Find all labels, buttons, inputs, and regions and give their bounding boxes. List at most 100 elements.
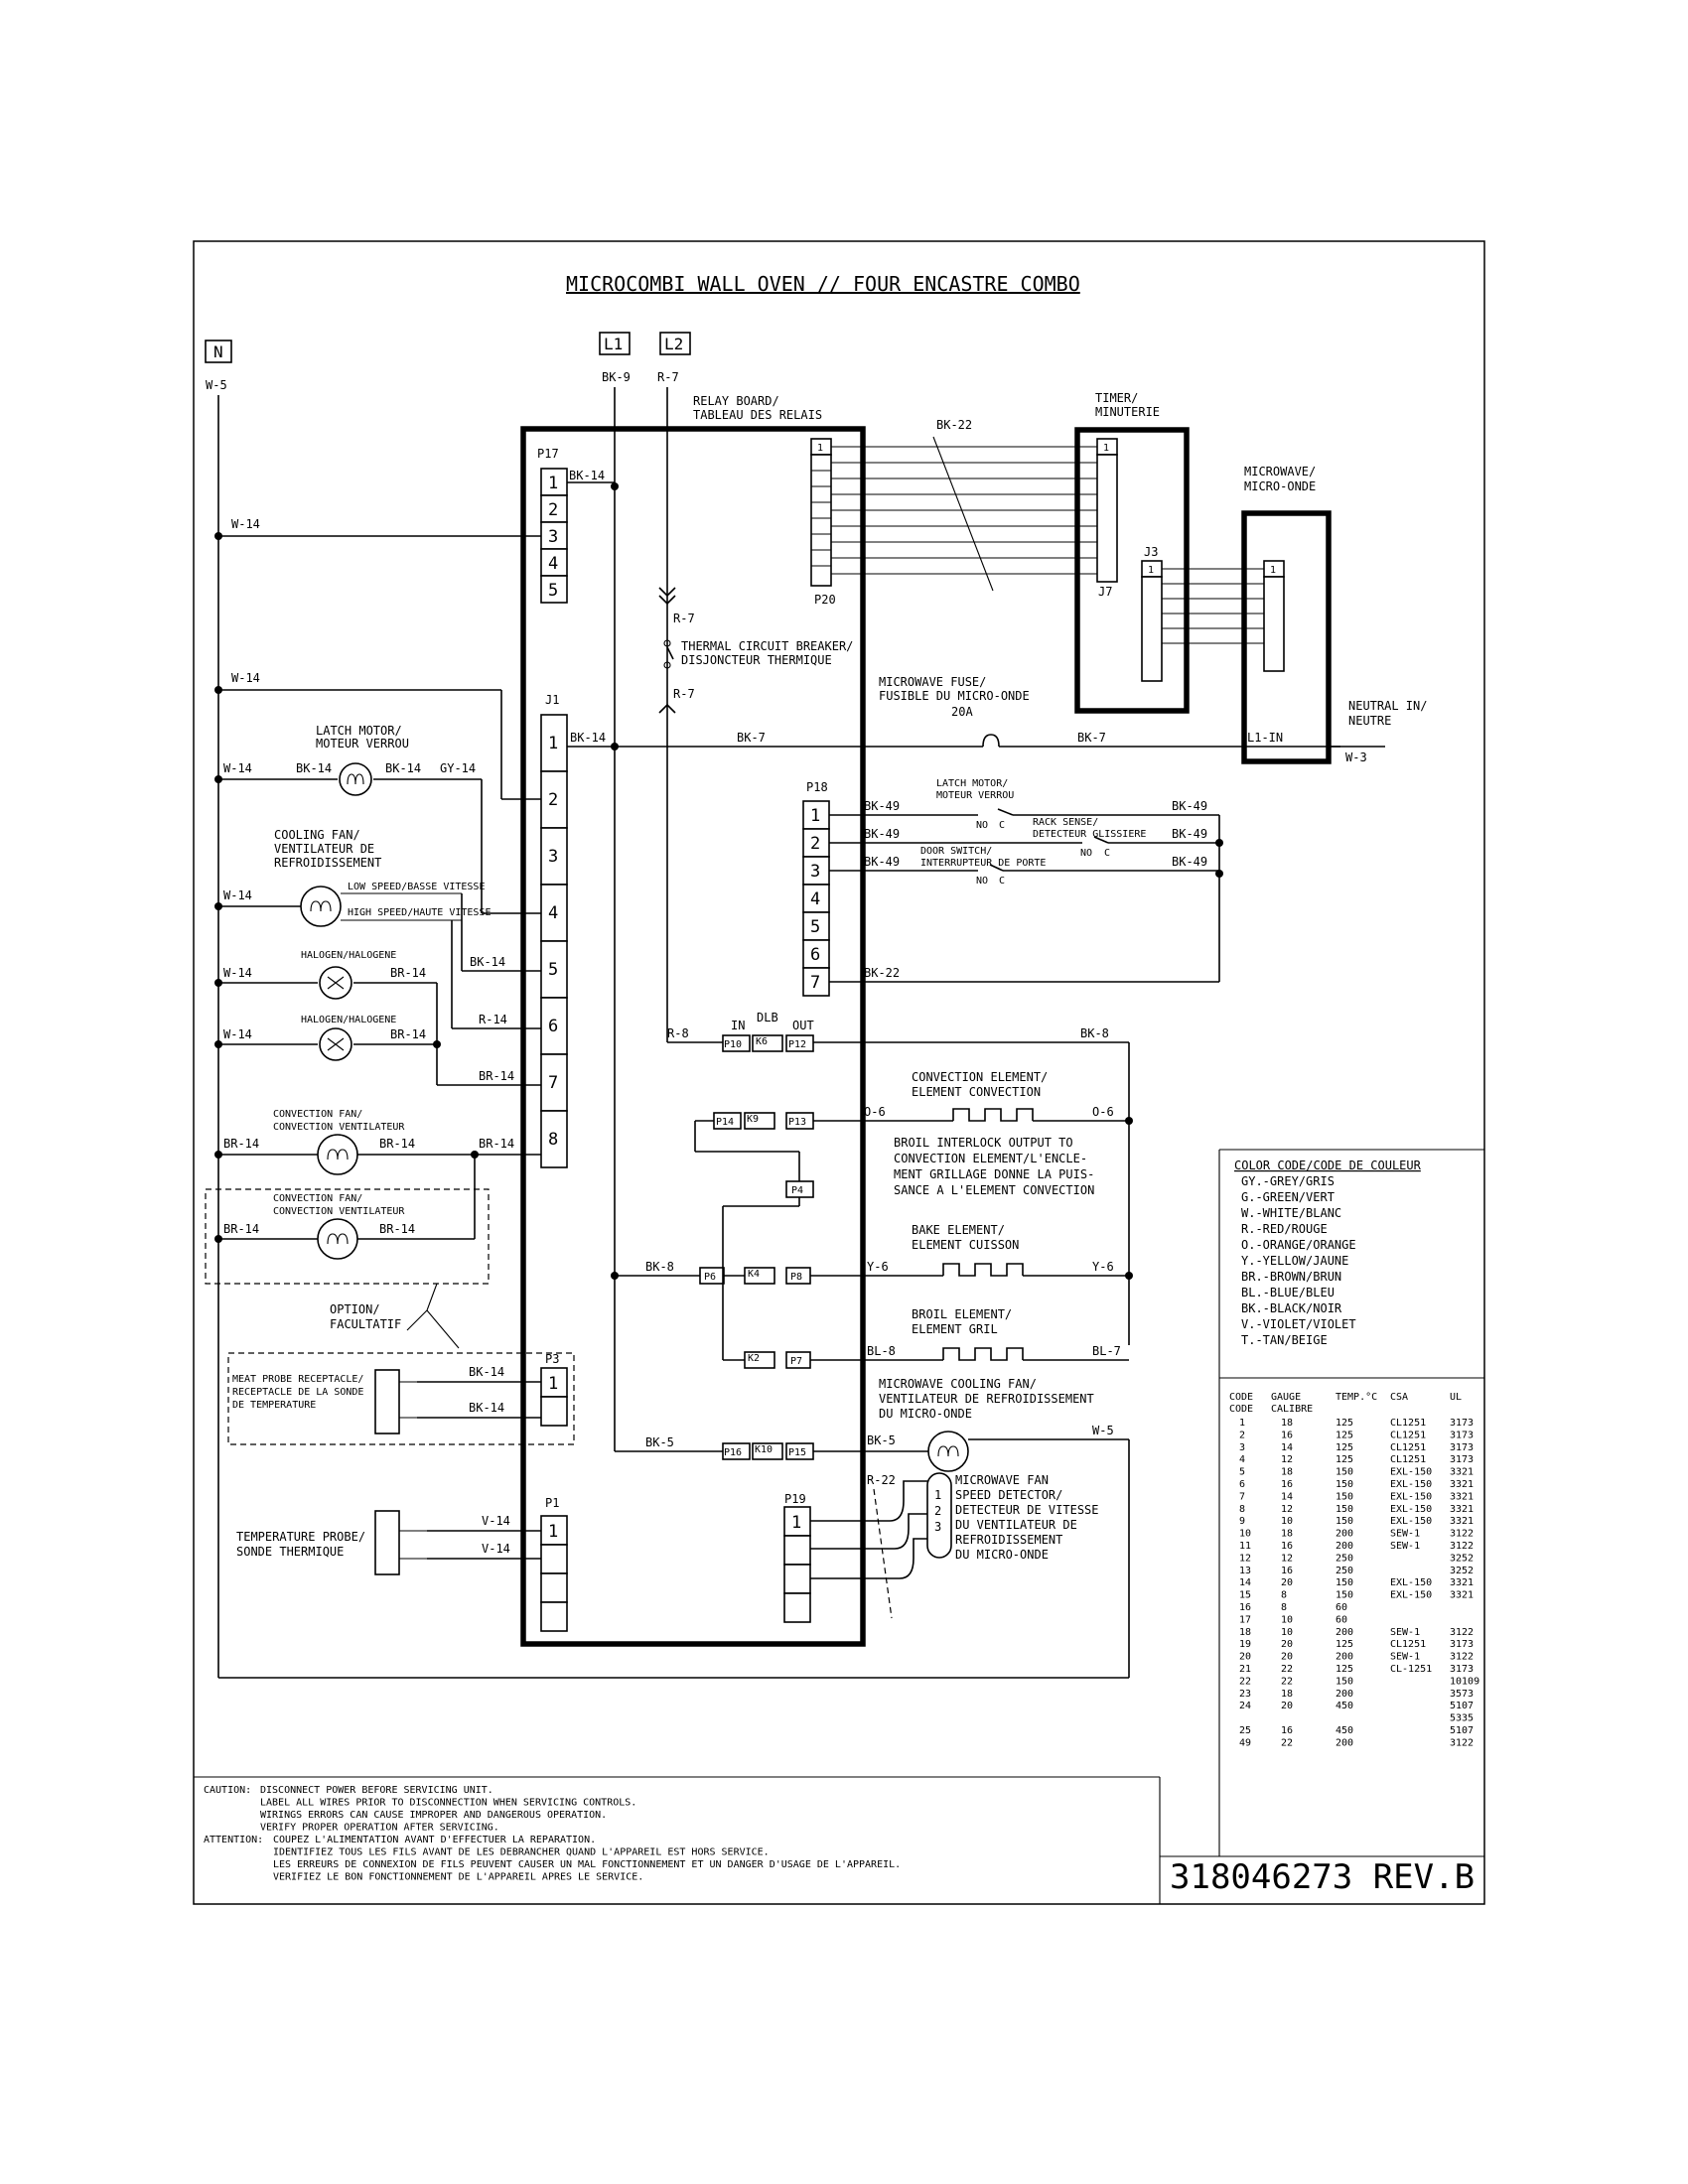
gauge-cell: 20 bbox=[1281, 1652, 1293, 1663]
svg-text:MICRO-ONDE: MICRO-ONDE bbox=[1244, 479, 1316, 493]
gauge-cell: 2 bbox=[1239, 1430, 1245, 1440]
caution-line: DISCONNECT POWER BEFORE SERVICING UNIT. bbox=[260, 1785, 493, 1796]
attention-label: ATTENTION: bbox=[204, 1835, 263, 1845]
gauge-cell: 18 bbox=[1281, 1467, 1293, 1478]
svg-text:R-7: R-7 bbox=[673, 612, 695, 625]
svg-text:4: 4 bbox=[810, 889, 820, 909]
svg-text:IN: IN bbox=[731, 1019, 745, 1032]
svg-text:R-22: R-22 bbox=[867, 1473, 896, 1487]
sheet-border bbox=[193, 240, 1485, 1905]
svg-text:CONVECTION ELEMENT/L'ENCLE-: CONVECTION ELEMENT/L'ENCLE- bbox=[894, 1152, 1087, 1165]
gauge-cell: 150 bbox=[1336, 1504, 1353, 1515]
gauge-cell: 7 bbox=[1239, 1491, 1245, 1502]
caution-line: WIRINGS ERRORS CAN CAUSE IMPROPER AND DA… bbox=[260, 1810, 607, 1821]
gauge-cell: 16 bbox=[1281, 1566, 1293, 1576]
svg-text:BR-14: BR-14 bbox=[390, 966, 426, 980]
svg-text:HALOGEN/HALOGENE: HALOGEN/HALOGENE bbox=[301, 950, 396, 961]
svg-text:K2: K2 bbox=[748, 1353, 760, 1364]
svg-text:SONDE THERMIQUE: SONDE THERMIQUE bbox=[236, 1545, 344, 1559]
connector-j3: 1 bbox=[1141, 560, 1163, 682]
color-code-entry: R.-RED/ROUGE bbox=[1241, 1222, 1328, 1236]
svg-text:DOOR SWITCH/: DOOR SWITCH/ bbox=[920, 846, 992, 857]
latch-motor bbox=[339, 762, 372, 796]
gauge-cell: 12 bbox=[1239, 1553, 1251, 1564]
attention-line: VERIFIEZ LE BON FONCTIONNEMENT DE L'APPA… bbox=[273, 1872, 643, 1883]
gauge-cell: SEW-1 bbox=[1390, 1541, 1420, 1552]
svg-text:C: C bbox=[999, 876, 1005, 887]
svg-text:7: 7 bbox=[548, 1073, 558, 1093]
gauge-cell: 3321 bbox=[1450, 1590, 1474, 1601]
gauge-cell: 200 bbox=[1336, 1737, 1353, 1748]
gauge-cell: CL1251 bbox=[1390, 1454, 1426, 1465]
svg-text:P13: P13 bbox=[788, 1117, 806, 1128]
gauge-cell: CL1251 bbox=[1390, 1418, 1426, 1429]
terminal-l1: L1 bbox=[604, 335, 623, 353]
gauge-cell: EXL-150 bbox=[1390, 1467, 1432, 1478]
gauge-cell: EXL-150 bbox=[1390, 1479, 1432, 1490]
gauge-cell: 10 bbox=[1281, 1516, 1293, 1527]
gauge-cell: 3321 bbox=[1450, 1479, 1474, 1490]
svg-text:P8: P8 bbox=[790, 1272, 802, 1283]
svg-text:BK-49: BK-49 bbox=[864, 855, 900, 869]
svg-text:CONVECTION VENTILATEUR: CONVECTION VENTILATEUR bbox=[273, 1206, 405, 1217]
caution-line: LABEL ALL WIRES PRIOR TO DISCONNECTION W… bbox=[260, 1798, 636, 1809]
gauge-cell: 200 bbox=[1336, 1689, 1353, 1700]
gauge-cell: 3122 bbox=[1450, 1652, 1474, 1663]
gauge-cell: 3321 bbox=[1450, 1467, 1474, 1478]
broil-element bbox=[942, 1347, 1024, 1361]
gauge-cell: 5107 bbox=[1450, 1725, 1474, 1736]
svg-text:BR-14: BR-14 bbox=[479, 1137, 514, 1151]
svg-text:3: 3 bbox=[934, 1520, 941, 1534]
svg-text:BK-14: BK-14 bbox=[469, 1365, 504, 1379]
svg-text:LOW SPEED/BASSE VITESSE: LOW SPEED/BASSE VITESSE bbox=[348, 882, 485, 892]
gauge-cell: 22 bbox=[1281, 1737, 1293, 1748]
svg-text:W-14: W-14 bbox=[223, 761, 252, 775]
gauge-cell: 200 bbox=[1336, 1652, 1353, 1663]
svg-text:1: 1 bbox=[1148, 565, 1154, 576]
svg-text:MICROWAVE FAN: MICROWAVE FAN bbox=[955, 1473, 1049, 1487]
svg-text:VENTILATEUR DE REFROIDISSEMENT: VENTILATEUR DE REFROIDISSEMENT bbox=[879, 1392, 1094, 1406]
terminal-n: N bbox=[213, 342, 223, 361]
gauge-cell: 3173 bbox=[1450, 1442, 1474, 1453]
gauge-cell: 150 bbox=[1336, 1467, 1353, 1478]
svg-text:BK-49: BK-49 bbox=[1172, 799, 1207, 813]
gauge-cell: 6 bbox=[1239, 1479, 1245, 1490]
svg-text:R-7: R-7 bbox=[657, 370, 679, 384]
svg-text:DETECTEUR DE VITESSE: DETECTEUR DE VITESSE bbox=[955, 1503, 1099, 1517]
svg-text:P10: P10 bbox=[724, 1039, 742, 1050]
gauge-cell: 20 bbox=[1281, 1577, 1293, 1588]
svg-text:OUT: OUT bbox=[792, 1019, 814, 1032]
gauge-cell: 3252 bbox=[1450, 1553, 1474, 1564]
svg-text:O-6: O-6 bbox=[864, 1105, 886, 1119]
svg-text:P7: P7 bbox=[790, 1356, 802, 1367]
attention-line: LES ERREURS DE CONNEXION DE FILS PEUVENT… bbox=[273, 1859, 901, 1870]
halogen-lamp-1 bbox=[319, 966, 352, 1000]
connector-p20: 1 bbox=[810, 438, 832, 587]
svg-text:MOTEUR VERROU: MOTEUR VERROU bbox=[316, 737, 409, 751]
color-code-entry: O.-ORANGE/ORANGE bbox=[1241, 1238, 1356, 1252]
svg-text:Y-6: Y-6 bbox=[867, 1260, 889, 1274]
gauge-header: CODE bbox=[1229, 1392, 1253, 1403]
gauge-cell: 3173 bbox=[1450, 1454, 1474, 1465]
svg-text:SANCE A L'ELEMENT CONVECTION: SANCE A L'ELEMENT CONVECTION bbox=[894, 1183, 1094, 1197]
relay-board bbox=[520, 426, 866, 1647]
svg-text:BL-8: BL-8 bbox=[867, 1344, 896, 1358]
gauge-cell: 18 bbox=[1281, 1689, 1293, 1700]
svg-text:6: 6 bbox=[810, 945, 820, 965]
gauge-cell: 3122 bbox=[1450, 1737, 1474, 1748]
svg-text:MICROWAVE/: MICROWAVE/ bbox=[1244, 465, 1316, 478]
svg-text:1: 1 bbox=[548, 1374, 558, 1394]
gauge-cell: CL-1251 bbox=[1390, 1664, 1432, 1675]
svg-text:W-5: W-5 bbox=[1092, 1424, 1114, 1437]
gauge-cell: 49 bbox=[1239, 1737, 1251, 1748]
gauge-cell: 18 bbox=[1281, 1529, 1293, 1540]
gauge-cell: 18 bbox=[1281, 1418, 1293, 1429]
gauge-cell: 4 bbox=[1239, 1454, 1245, 1465]
svg-text:COLOR CODE/CODE DE COULEUR: COLOR CODE/CODE DE COULEUR bbox=[1234, 1159, 1422, 1172]
svg-text:BK-9: BK-9 bbox=[602, 370, 631, 384]
svg-text:1: 1 bbox=[548, 1522, 558, 1542]
gauge-cell: 12 bbox=[1281, 1553, 1293, 1564]
svg-text:BK-22: BK-22 bbox=[936, 418, 972, 432]
svg-text:P14: P14 bbox=[716, 1117, 734, 1128]
